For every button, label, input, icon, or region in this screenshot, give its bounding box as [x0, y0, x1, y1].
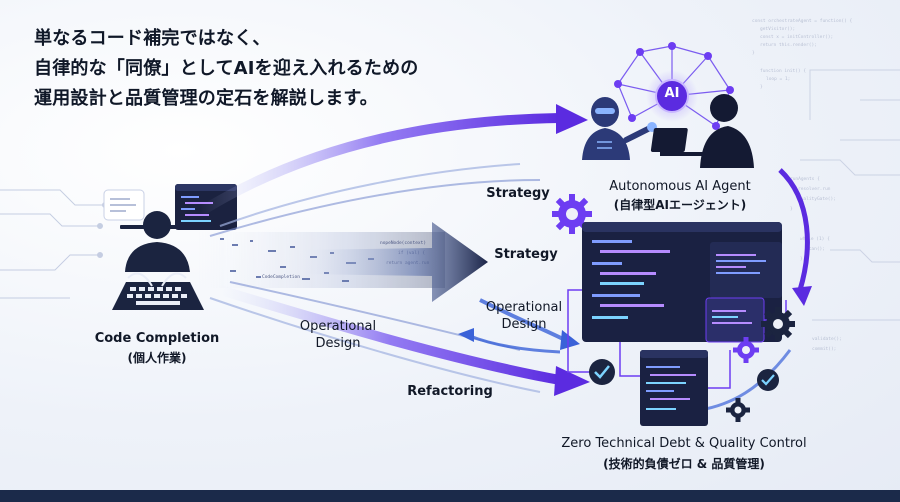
checkmark-icon [589, 359, 615, 385]
flow-label-strategy-mid: Strategy [494, 247, 558, 262]
svg-text:while (1) {: while (1) { [800, 236, 830, 242]
svg-text:}: } [800, 256, 803, 262]
code-window-mid [705, 297, 765, 343]
bottom-right-node-title: Zero Technical Debt & Quality Control [561, 436, 807, 451]
svg-text:nopeNode(context): nopeNode(context) [380, 240, 426, 246]
flow-label-operational-right-line1: Operational [485, 300, 563, 315]
bottom-right-node-subtitle: (技術的負債ゼロ & 品質管理) [603, 457, 765, 471]
svg-text:loop = 1;: loop = 1; [766, 76, 790, 82]
circuit-lines-left [0, 189, 108, 299]
central-arrow [300, 222, 488, 302]
svg-text:}: } [752, 50, 755, 56]
circuit-lines-right [800, 69, 900, 321]
svg-text:function init() {: function init() { [760, 68, 806, 74]
svg-text:const orchestrateAgent = funct: const orchestrateAgent = function() { [752, 18, 853, 24]
ai-core-node [655, 79, 689, 113]
headline: 単なるコード補完ではなく、 自律的な「同僚」としてAIを迎え入れるための 運用設… [34, 24, 504, 114]
left-node-title: Code Completion [94, 331, 220, 346]
flow-label-operational-left-line2: Design [315, 336, 361, 351]
code-window-bottom [640, 350, 708, 426]
bottom-bar [0, 490, 900, 502]
speech-bubble-icon [103, 189, 145, 221]
flow-label-strategy-top: Strategy [486, 186, 550, 201]
svg-text:runAgents {: runAgents { [790, 176, 820, 182]
headline-line-1: 単なるコード補完ではなく、 [34, 28, 271, 49]
human-at-laptop-icon [650, 94, 754, 168]
ai-badge-label: AI [664, 86, 680, 101]
headline-line-2: 自律的な「同僚」としてAIを迎え入れるための [34, 58, 419, 79]
svg-text:const x = initController();: const x = initController(); [760, 34, 833, 40]
flow-label-operational-right: Operational Design [472, 299, 576, 333]
faint-code-right: const orchestrateAgent = function() { ge… [752, 18, 853, 352]
checkmark-icon [757, 369, 779, 391]
flow-label-operational-right-line2: Design [501, 317, 547, 332]
code-window-side [710, 242, 782, 298]
gear-icon [761, 307, 795, 341]
headline-line-3: 運用設計と品質管理の定石を解説します。 [34, 88, 378, 109]
gear-icon [733, 337, 759, 363]
flow-arrows [197, 104, 812, 412]
svg-text:commit();: commit(); [812, 346, 836, 352]
svg-text:}: } [760, 84, 763, 90]
svg-text:qualityGate();: qualityGate(); [798, 196, 836, 202]
top-right-node-subtitle: (自律型AIエージェント) [613, 198, 747, 212]
flow-label-operational-left: Operational Design [286, 318, 390, 352]
flow-label-refactoring: Refactoring [407, 384, 493, 399]
svg-text:CodeCompletion: CodeCompletion [262, 274, 300, 280]
flow-label-operational-left-line1: Operational [299, 319, 377, 334]
left-node-subtitle: (個人作業) [127, 351, 187, 365]
ai-network-nodes [614, 42, 734, 130]
svg-text:return this.render();: return this.render(); [760, 42, 817, 48]
svg-text:getVisitor();: getVisitor(); [760, 26, 795, 32]
svg-text:}: } [790, 206, 793, 212]
svg-text:validate();: validate(); [812, 336, 842, 342]
gear-icon [726, 398, 750, 422]
robot-icon [582, 97, 657, 160]
svg-text:resolver.run: resolver.run [798, 186, 831, 192]
svg-text:scan();: scan(); [806, 246, 825, 252]
top-right-node-title: Autonomous AI Agent [609, 179, 751, 194]
